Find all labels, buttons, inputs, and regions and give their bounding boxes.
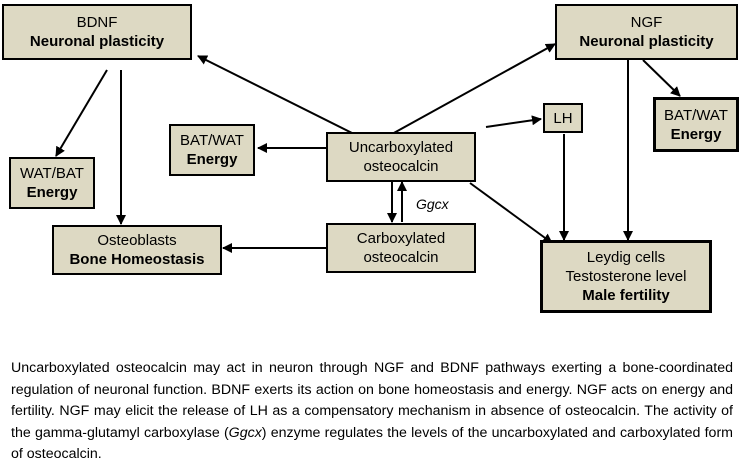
- node-wat-bat-name: WAT/BAT: [20, 165, 84, 182]
- node-osteoblasts-role: Bone Homeostasis: [69, 251, 205, 268]
- node-leydig-line1: Leydig cells: [586, 249, 666, 266]
- node-osteoblasts-name: Osteoblasts: [97, 232, 177, 249]
- node-bdnf-name: BDNF: [76, 14, 118, 31]
- arrow-uncarb-to-ngf: [391, 43, 556, 135]
- arrow-uncarb-to-bdnf: [197, 55, 377, 146]
- node-uncarboxylated: Uncarboxylated osteocalcin: [326, 132, 476, 182]
- node-ngf-role: Neuronal plasticity: [579, 33, 714, 50]
- arrow-uncarb-to-lh: [485, 115, 542, 128]
- node-ngf: NGF Neuronal plasticity: [555, 4, 738, 60]
- node-leydig: Leydig cells Testosterone level Male fer…: [540, 240, 712, 313]
- arrow-uncarb-to-leydig: [469, 182, 553, 244]
- node-carboxylated-line2: osteocalcin: [363, 249, 439, 266]
- node-leydig-line3: Male fertility: [582, 287, 670, 304]
- node-bat-wat-right-name: BAT/WAT: [664, 106, 728, 124]
- node-leydig-line2: Testosterone level: [565, 268, 687, 285]
- node-bat-wat-right: BAT/WAT Energy: [653, 97, 739, 152]
- ggcx-label: Ggcx: [416, 196, 449, 212]
- node-carboxylated: Carboxylated osteocalcin: [326, 223, 476, 273]
- caption-part1: Uncarboxylated osteocalcin may act in ne…: [11, 360, 733, 441]
- node-lh-name: LH: [553, 109, 573, 127]
- node-bdnf-role: Neuronal plasticity: [29, 33, 165, 50]
- node-bat-wat-left: BAT/WAT Energy: [169, 124, 255, 176]
- node-carboxylated-line1: Carboxylated: [356, 230, 446, 247]
- node-wat-bat: WAT/BAT Energy: [9, 157, 95, 209]
- node-uncarboxylated-line1: Uncarboxylated: [348, 139, 454, 156]
- arrow-ngf-to-batwat-right: [642, 59, 681, 97]
- node-lh: LH: [543, 103, 583, 133]
- node-bat-wat-left-name: BAT/WAT: [180, 132, 244, 149]
- node-osteoblasts: Osteoblasts Bone Homeostasis: [52, 225, 222, 275]
- node-bat-wat-left-role: Energy: [186, 151, 238, 168]
- caption-part2: ) enzyme regulates the levels of the unc…: [11, 424, 733, 463]
- node-bat-wat-right-role: Energy: [670, 125, 722, 143]
- node-bdnf: BDNF Neuronal plasticity: [2, 4, 192, 60]
- figure-caption: Uncarboxylated osteocalcin may act in ne…: [11, 358, 733, 466]
- node-uncarboxylated-line2: osteocalcin: [363, 158, 439, 175]
- caption-italic: Ggcx: [228, 424, 262, 441]
- arrow-bdnf-to-watbat: [55, 69, 108, 157]
- node-ngf-name: NGF: [630, 14, 663, 31]
- node-wat-bat-role: Energy: [26, 184, 78, 201]
